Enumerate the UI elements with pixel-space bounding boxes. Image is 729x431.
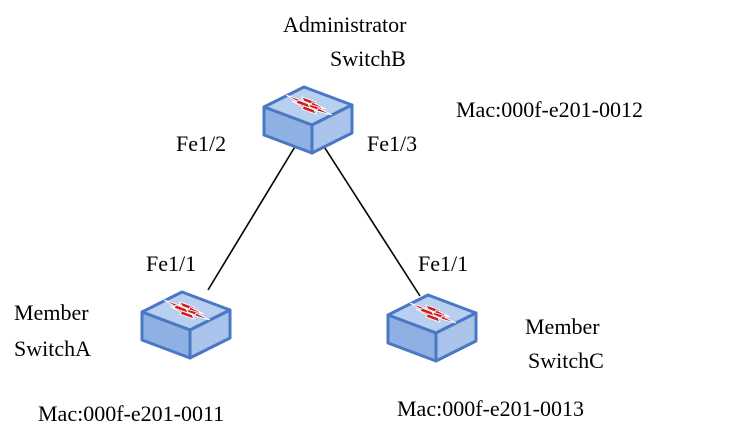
link-b-to-a (207, 144, 297, 291)
switch-c-mac-label: Mac:000f-e201-0013 (397, 396, 584, 421)
switch-a-name-label: SwitchA (14, 336, 91, 361)
switch-b-icon (262, 85, 354, 155)
switch-a-mac-label: Mac:000f-e201-0011 (38, 401, 225, 426)
switch-a-port-label: Fe1/1 (146, 251, 197, 276)
switch-c-name-label: SwitchC (528, 348, 604, 373)
link-b-to-c (322, 144, 421, 297)
switch-b-role-label: Administrator (283, 12, 407, 37)
switch-a-role-label: Member (14, 300, 89, 325)
switch-c-role-label: Member (525, 314, 600, 339)
switch-b-name-label: SwitchB (330, 46, 406, 71)
switch-c-port-label: Fe1/1 (418, 251, 469, 276)
switch-a-icon (140, 290, 232, 360)
switch-c-icon (386, 293, 478, 363)
switch-b-mac-label: Mac:000f-e201-0012 (456, 97, 643, 122)
switch-b-port-right-label: Fe1/3 (367, 131, 418, 156)
switch-b-port-left-label: Fe1/2 (176, 131, 227, 156)
